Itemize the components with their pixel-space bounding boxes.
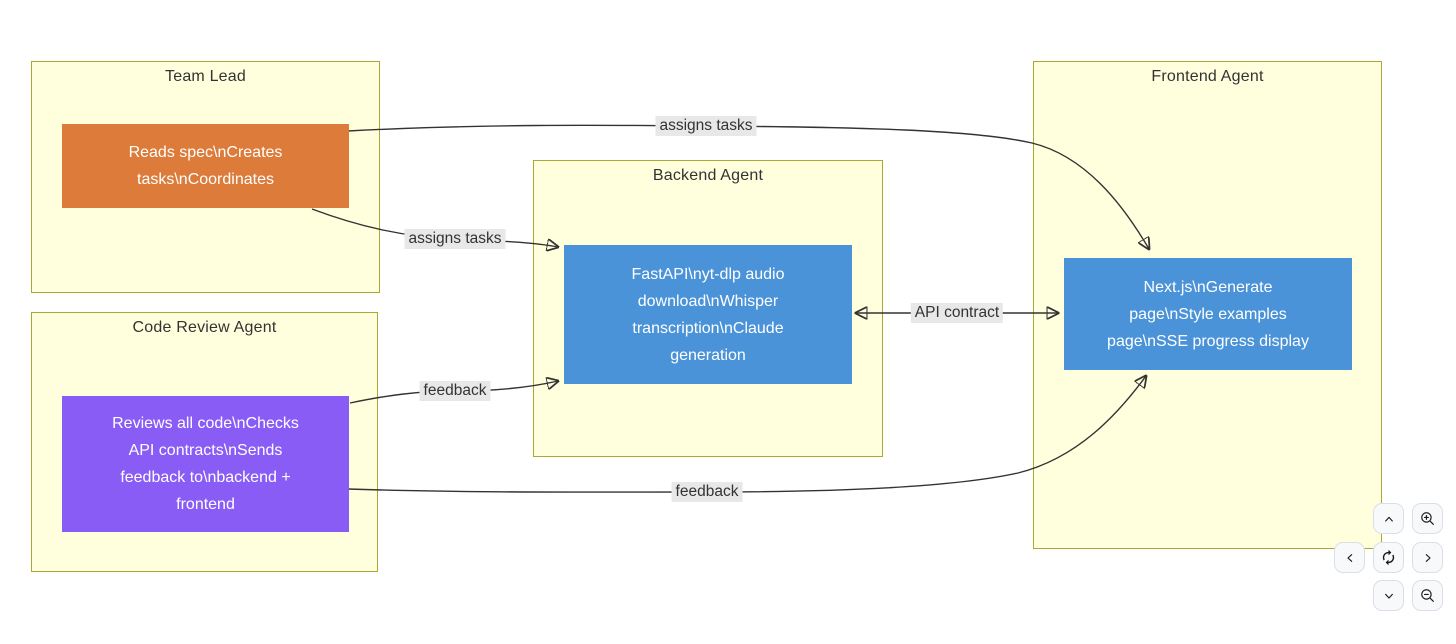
edge-codereview-frontend [347,376,1146,493]
edge-label-api-contract: API contract [910,303,1004,323]
node-backend-agent-label: FastAPI\nyt-dlp audio download\nWhisper … [631,265,785,364]
pan-right-button[interactable] [1412,542,1443,573]
cluster-title-frontend-agent: Frontend Agent [1151,68,1264,85]
edge-label-assigns-tasks-2: assigns tasks [404,229,506,249]
cluster-backend-agent: Backend Agent FastAPI\nyt-dlp audio down… [533,160,883,457]
zoom-in-icon [1419,510,1436,527]
node-code-review-agent-label: Reviews all code\nChecks API contracts\n… [112,415,299,513]
edge-label-assigns-tasks-1: assigns tasks [655,116,757,136]
cluster-code-review-agent: Code Review Agent Reviews all code\nChec… [31,312,378,572]
chevron-up-icon [1381,511,1397,527]
node-team-lead-label: Reads spec\nCreates tasks\nCoordinates [128,144,283,188]
pan-down-button[interactable] [1373,580,1404,611]
chevron-left-icon [1342,550,1358,566]
node-code-review-agent: Reviews all code\nChecks API contracts\n… [62,396,349,532]
node-backend-agent: FastAPI\nyt-dlp audio download\nWhisper … [564,245,852,384]
cluster-title-team-lead: Team Lead [165,68,246,85]
pan-up-button[interactable] [1373,503,1404,534]
zoom-out-icon [1419,587,1436,604]
edge-teamlead-frontend [347,124,1149,249]
cluster-frontend-agent: Frontend Agent Next.js\nGenerate page\nS… [1033,61,1382,549]
edge-label-feedback-1: feedback [419,381,491,401]
cluster-team-lead: Team Lead Reads spec\nCreates tasks\nCoo… [31,61,380,293]
cluster-title-code-review-agent: Code Review Agent [132,319,277,336]
node-frontend-agent: Next.js\nGenerate page\nStyle examples p… [1064,258,1352,370]
zoom-in-button[interactable] [1412,503,1443,534]
chevron-right-icon [1420,550,1436,566]
edge-label-feedback-2: feedback [671,482,743,502]
node-team-lead: Reads spec\nCreates tasks\nCoordinates [62,124,349,208]
refresh-icon [1380,549,1397,566]
cluster-title-backend-agent: Backend Agent [652,167,764,184]
pan-left-button[interactable] [1334,542,1365,573]
zoom-out-button[interactable] [1412,580,1443,611]
node-frontend-agent-label: Next.js\nGenerate page\nStyle examples p… [1107,278,1309,350]
refresh-button[interactable] [1373,542,1404,573]
chevron-down-icon [1381,588,1397,604]
